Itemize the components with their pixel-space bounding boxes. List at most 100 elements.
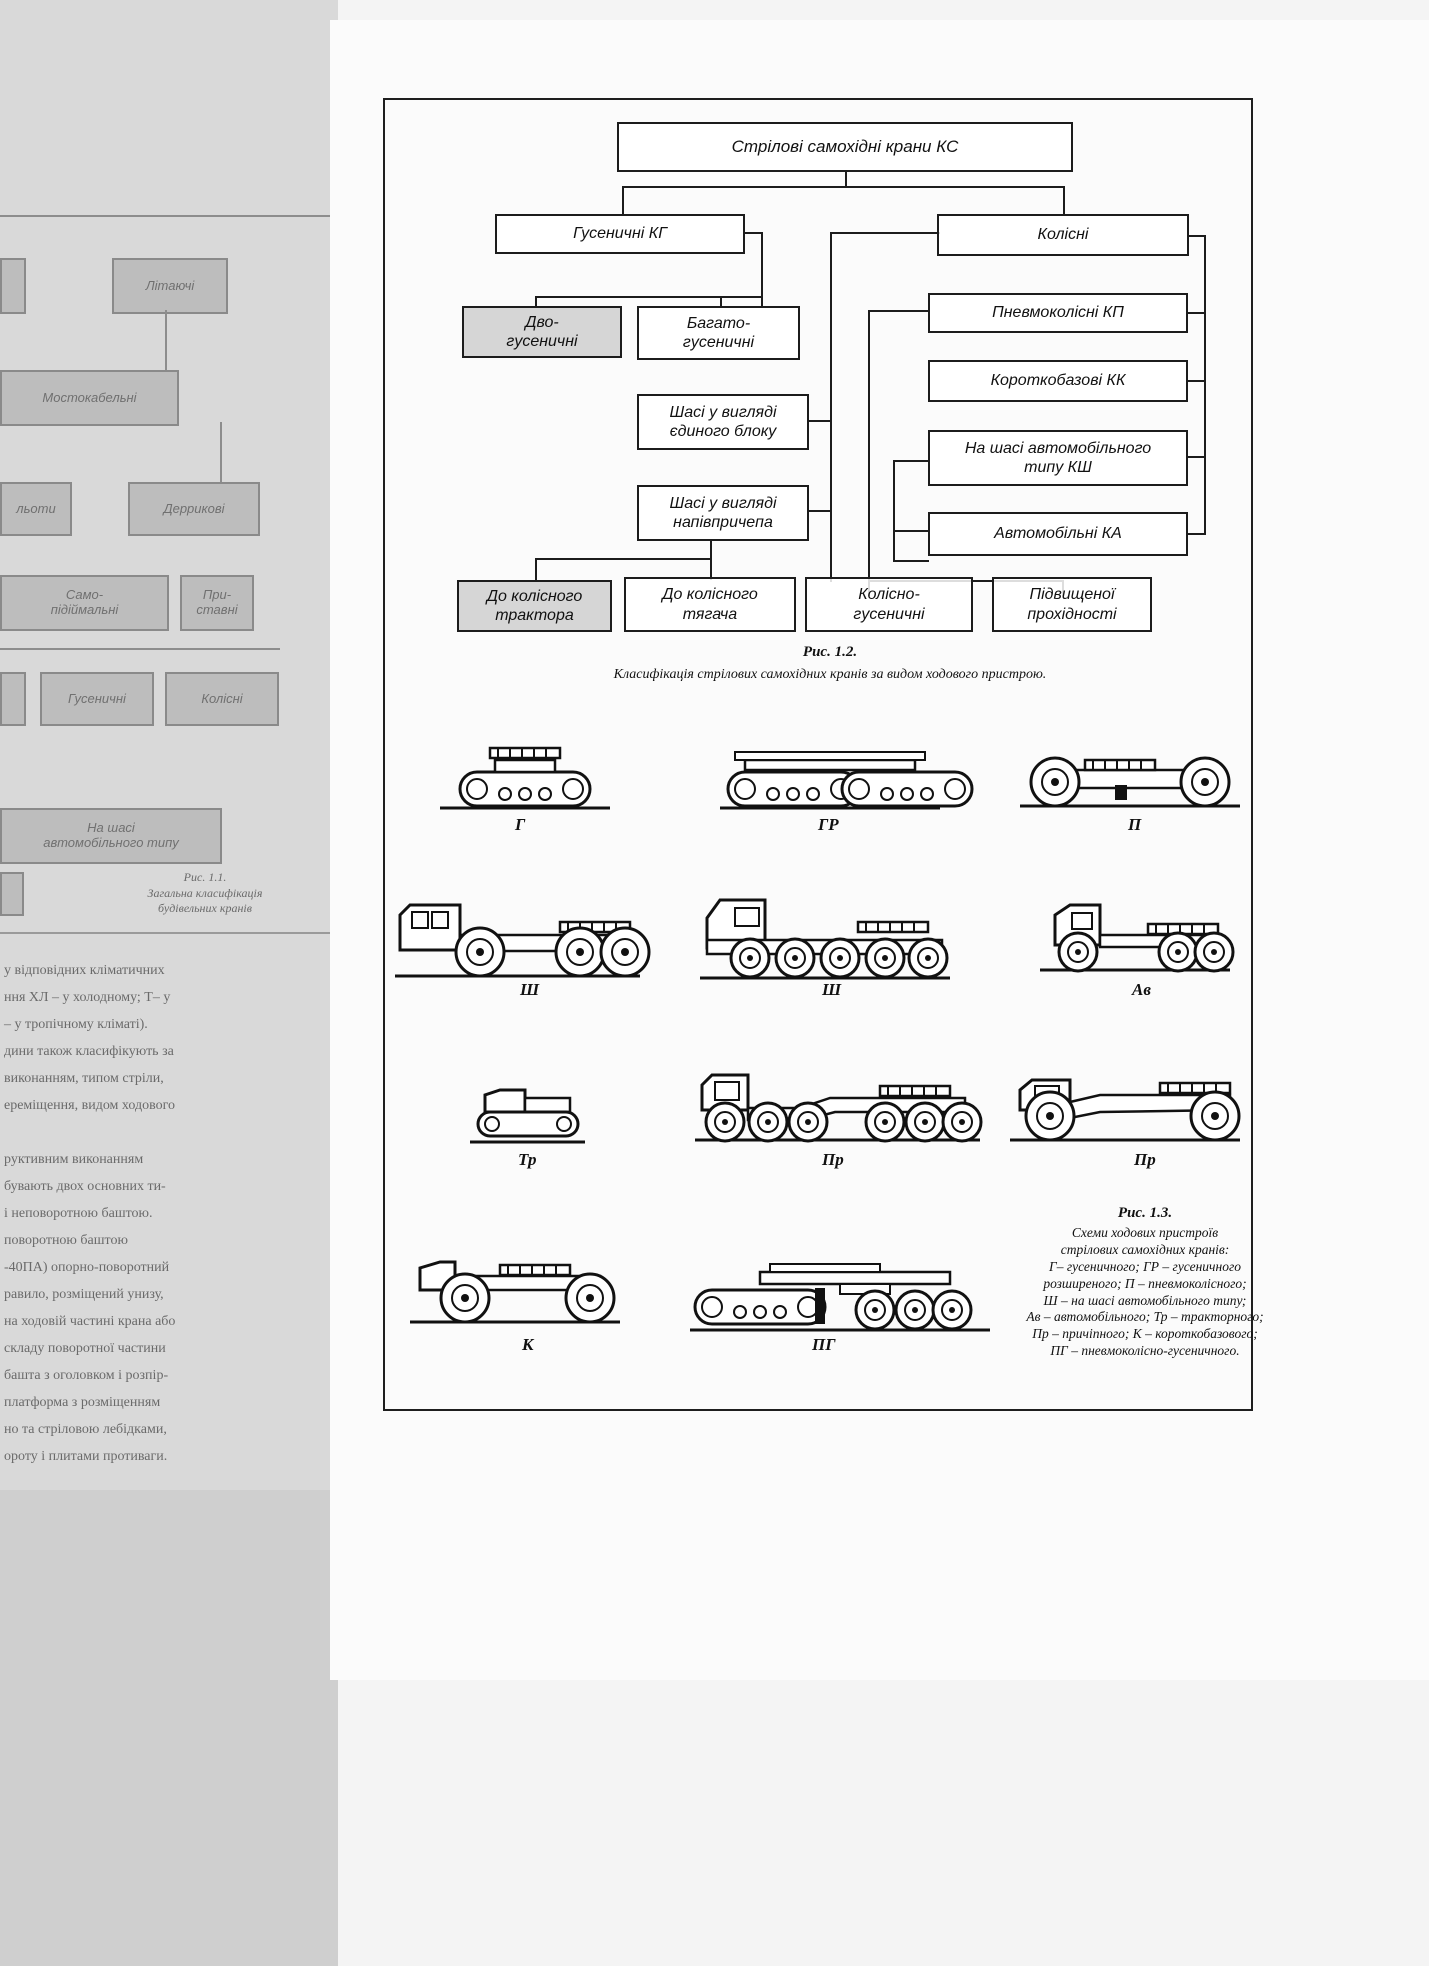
- box-multi-tracked: Багато-гусеничні: [637, 306, 800, 360]
- connector: [1188, 456, 1206, 458]
- left-box-derrick: Деррикові: [128, 482, 260, 536]
- left-box-flying: Літаючі: [112, 258, 228, 314]
- connector: [893, 530, 929, 532]
- box-label: Підвищеної: [1029, 586, 1115, 604]
- label-g: Г: [515, 815, 526, 834]
- left-box-self-lifting: Само-підіймальні: [0, 575, 169, 631]
- connector: [622, 186, 624, 214]
- left-caption: Рис. 1.1. Загальна класифікація будівель…: [130, 870, 280, 917]
- connector: [535, 296, 763, 298]
- label-tr: Тр: [518, 1150, 537, 1169]
- box-wheel-track: Колісно-гусеничні: [805, 577, 973, 632]
- connector: [1188, 235, 1206, 237]
- connector: [743, 232, 763, 234]
- left-connector: [220, 422, 222, 482]
- box-label: трактора: [495, 607, 574, 624]
- left-text-line: – у тропічному кліматі).: [4, 1017, 148, 1032]
- left-text-line: -40ПА) опорно-поворотний: [4, 1260, 170, 1275]
- left-text-line: ереміщення, видом ходового: [4, 1098, 176, 1113]
- left-box-fragment: [0, 872, 24, 916]
- box-label: прохідності: [1027, 605, 1117, 623]
- left-text-line: равило, розміщений унизу,: [4, 1287, 164, 1302]
- connector: [710, 540, 712, 560]
- connector: [830, 232, 940, 234]
- box-label: Дво-: [525, 313, 559, 331]
- box-label: Короткобазові КК: [990, 372, 1126, 390]
- left-text-line: у відповідних кліматичних: [4, 963, 165, 978]
- left-box-attached: При-ставні: [180, 575, 254, 631]
- left-divider: [0, 932, 338, 934]
- left-box-lots: льоти: [0, 482, 72, 536]
- caption-line: Ав – автомобільного; Тр – тракторного;: [1026, 1309, 1264, 1325]
- left-text-line: ння ХЛ – у холодному; Т– у: [4, 990, 171, 1005]
- box-label: Автомобільні КА: [994, 525, 1122, 543]
- connector: [893, 460, 895, 562]
- left-text-line: башта з оголовком і розпір-: [4, 1368, 169, 1383]
- connector: [710, 558, 712, 580]
- left-text-line: поворотною баштою: [4, 1233, 128, 1248]
- left-box-fragment: [0, 258, 26, 314]
- box-automobile: Автомобільні КА: [928, 512, 1188, 556]
- left-box-wheeled: Колісні: [165, 672, 279, 726]
- left-text-line: складу поворотної частини: [4, 1341, 166, 1356]
- box-label: гусеничні: [682, 334, 755, 351]
- caption-line: Г– гусеничного; ГР – гусеничного: [1049, 1258, 1241, 1274]
- connector: [845, 171, 847, 186]
- label-pg: ПГ: [812, 1335, 836, 1354]
- box-short-base: Короткобазові КК: [928, 360, 1188, 402]
- label-p: П: [1128, 815, 1142, 834]
- box-wheeled: Колісні: [937, 214, 1189, 256]
- figure-1-2-title: Рис. 1.2.: [802, 644, 858, 660]
- label-sh-1: Ш: [520, 980, 540, 999]
- connector: [535, 296, 537, 306]
- label-gr: ГР: [818, 815, 839, 834]
- box-tracked: Гусеничні КГ: [495, 214, 745, 254]
- left-text-line: дини також класифікують за: [4, 1044, 174, 1059]
- connector: [761, 232, 763, 308]
- connector: [1188, 533, 1206, 535]
- caption-line: стрілових самохідних кранів:: [1060, 1241, 1230, 1257]
- box-label: Колісно-: [858, 586, 920, 604]
- caption-line: розширеного; П – пневмоколісного;: [1043, 1275, 1247, 1291]
- left-text-line: ороту і плитами противаги.: [4, 1449, 168, 1464]
- box-label: На шасі автомобільного: [964, 439, 1152, 457]
- box-self-propelled-cranes: Стрілові самохідні крани КС: [617, 122, 1073, 172]
- left-box-tracked: Гусеничні: [40, 672, 154, 726]
- caption-line: Схеми ходових пристроїв: [1071, 1225, 1219, 1240]
- left-text-line: руктивним виконанням: [4, 1152, 144, 1167]
- box-two-tracked: Дво-гусеничні: [462, 306, 622, 358]
- box-label: Багато-: [686, 314, 751, 332]
- connector: [893, 560, 929, 562]
- box-label: тягача: [682, 605, 738, 623]
- label-sh-2: Ш: [822, 980, 842, 999]
- box-label: Пневмоколісні КП: [992, 304, 1124, 322]
- caption-line: Пр – причіпного; К – короткобазового;: [1032, 1326, 1258, 1342]
- left-box-bridge: Мостокабельні: [0, 370, 179, 426]
- left-caption-line: Загальна класифікація: [147, 885, 263, 900]
- left-page-edge: [0, 1490, 338, 1966]
- page-paper: [330, 20, 1429, 1680]
- box-label: Гусеничні КГ: [573, 225, 667, 243]
- connector: [808, 420, 832, 422]
- connector: [868, 310, 870, 582]
- box-label: єдиного блоку: [669, 423, 777, 440]
- connector: [893, 460, 929, 462]
- connector: [830, 232, 832, 582]
- figure-frame: [383, 98, 1253, 1411]
- left-caption-line: будівельних кранів: [158, 901, 252, 916]
- label-pr-1: Пр: [822, 1150, 844, 1169]
- box-label: гусеничні: [853, 605, 925, 623]
- left-text-line: на ходовій частині крана або: [4, 1314, 176, 1329]
- connector: [1188, 312, 1206, 314]
- connector: [1188, 380, 1206, 382]
- connector: [622, 186, 1064, 188]
- box-pneumatic: Пневмоколісні КП: [928, 293, 1188, 333]
- box-label: Шасі у вигляді: [669, 494, 777, 512]
- left-connector: [165, 310, 167, 370]
- box-label: До колісного: [662, 586, 758, 604]
